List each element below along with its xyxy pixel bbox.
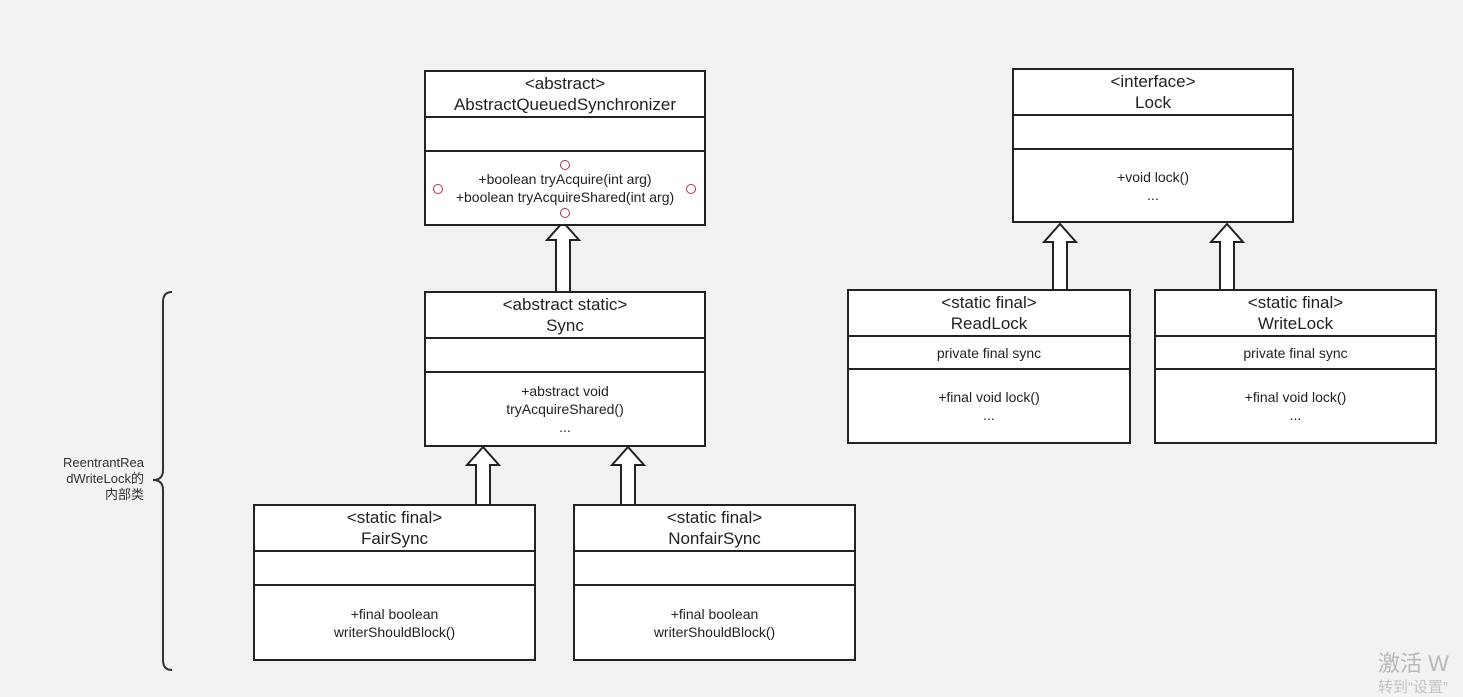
class-writelock[interactable]: <static final> WriteLock private final s… (1154, 289, 1437, 444)
selection-handle[interactable] (686, 184, 696, 194)
selection-handle[interactable] (560, 208, 570, 218)
operation: +boolean tryAcquire(int arg) (478, 171, 652, 187)
class-operations: +abstract void tryAcquireShared() ... (426, 373, 704, 445)
generalization-arrow-sync-to-aqs (544, 220, 582, 293)
operation: +final void lock() (1244, 389, 1347, 405)
class-attributes (426, 339, 704, 373)
class-attributes (1014, 116, 1292, 150)
operation: tryAcquireShared() (506, 401, 624, 417)
operation: ... (559, 419, 571, 435)
class-operations: +final void lock() ... (1156, 370, 1435, 442)
operation: +abstract void (521, 383, 609, 399)
class-sync[interactable]: <abstract static> Sync +abstract void tr… (424, 291, 706, 447)
class-name: FairSync (360, 529, 429, 548)
generalization-arrow-fairsync-to-sync (464, 445, 502, 507)
operation: +final boolean (350, 605, 439, 622)
class-attributes (255, 552, 534, 586)
class-attributes (426, 118, 704, 152)
class-stereotype: <static final> (346, 508, 443, 527)
operation: +boolean tryAcquireShared(int arg) (455, 189, 675, 205)
class-header: <static final> WriteLock (1156, 291, 1435, 337)
operation: +final void lock() (938, 389, 1040, 405)
brace-label-line: dWriteLock的 (66, 471, 144, 486)
operation: ... (983, 407, 995, 423)
class-lock[interactable]: <interface> Lock +void lock() ... (1012, 68, 1294, 223)
class-readlock[interactable]: <static final> ReadLock private final sy… (847, 289, 1131, 444)
class-name: Lock (1135, 93, 1171, 112)
class-attributes: private final sync (1156, 337, 1435, 370)
activation-watermark: 激活 W (1378, 651, 1449, 676)
class-operations: +void lock() ... (1014, 150, 1292, 221)
generalization-arrow-nonfairsync-to-sync (609, 445, 647, 507)
operation: writerShouldBlock() (653, 623, 776, 640)
class-name: NonfairSync (668, 529, 761, 548)
operation: +final boolean (670, 605, 759, 622)
class-name: Sync (546, 316, 584, 335)
class-stereotype: <abstract static> (502, 295, 628, 314)
class-name: AbstractQueuedSynchronizer (453, 95, 677, 114)
class-header: <abstract> AbstractQueuedSynchronizer (426, 72, 704, 118)
class-name: WriteLock (1257, 314, 1334, 333)
class-stereotype: <static final> (1247, 293, 1344, 312)
class-fairsync[interactable]: <static final> FairSync +final boolean w… (253, 504, 536, 661)
class-operations: +final boolean writerShouldBlock() (575, 586, 854, 659)
class-abstract-queued-synchronizer[interactable]: <abstract> AbstractQueuedSynchronizer +b… (424, 70, 706, 226)
class-header: <static final> ReadLock (849, 291, 1129, 337)
class-stereotype: <static final> (666, 508, 763, 527)
class-operations: +final boolean writerShouldBlock() (255, 586, 534, 659)
selection-handle[interactable] (433, 184, 443, 194)
class-stereotype: <abstract> (524, 74, 606, 93)
operation: ... (1289, 407, 1302, 423)
class-header: <static final> FairSync (255, 506, 534, 552)
class-attributes: private final sync (849, 337, 1129, 370)
curly-brace (152, 291, 173, 671)
brace-label[interactable]: ReentrantRea dWriteLock的 内部类 (36, 455, 144, 503)
class-operations: +boolean tryAcquire(int arg) +boolean tr… (426, 152, 704, 224)
brace-label-line: 内部类 (104, 487, 144, 502)
selection-handle[interactable] (560, 160, 570, 170)
class-header: <interface> Lock (1014, 70, 1292, 116)
realization-arrow-writelock-to-lock (1208, 222, 1246, 291)
operation: +void lock() (1117, 168, 1189, 185)
activation-watermark-subtext: 转到“设置” (1378, 679, 1448, 696)
class-nonfairsync[interactable]: <static final> NonfairSync +final boolea… (573, 504, 856, 661)
class-stereotype: <static final> (941, 293, 1037, 312)
class-name: ReadLock (950, 314, 1028, 333)
realization-arrow-readlock-to-lock (1041, 222, 1079, 291)
operation: ... (1147, 186, 1159, 203)
class-stereotype: <interface> (1110, 72, 1196, 91)
class-header: <static final> NonfairSync (575, 506, 854, 552)
brace-label-line: ReentrantRea (63, 455, 144, 470)
class-header: <abstract static> Sync (426, 293, 704, 339)
class-operations: +final void lock() ... (849, 370, 1129, 442)
class-attributes (575, 552, 854, 586)
operation: writerShouldBlock() (333, 623, 456, 640)
